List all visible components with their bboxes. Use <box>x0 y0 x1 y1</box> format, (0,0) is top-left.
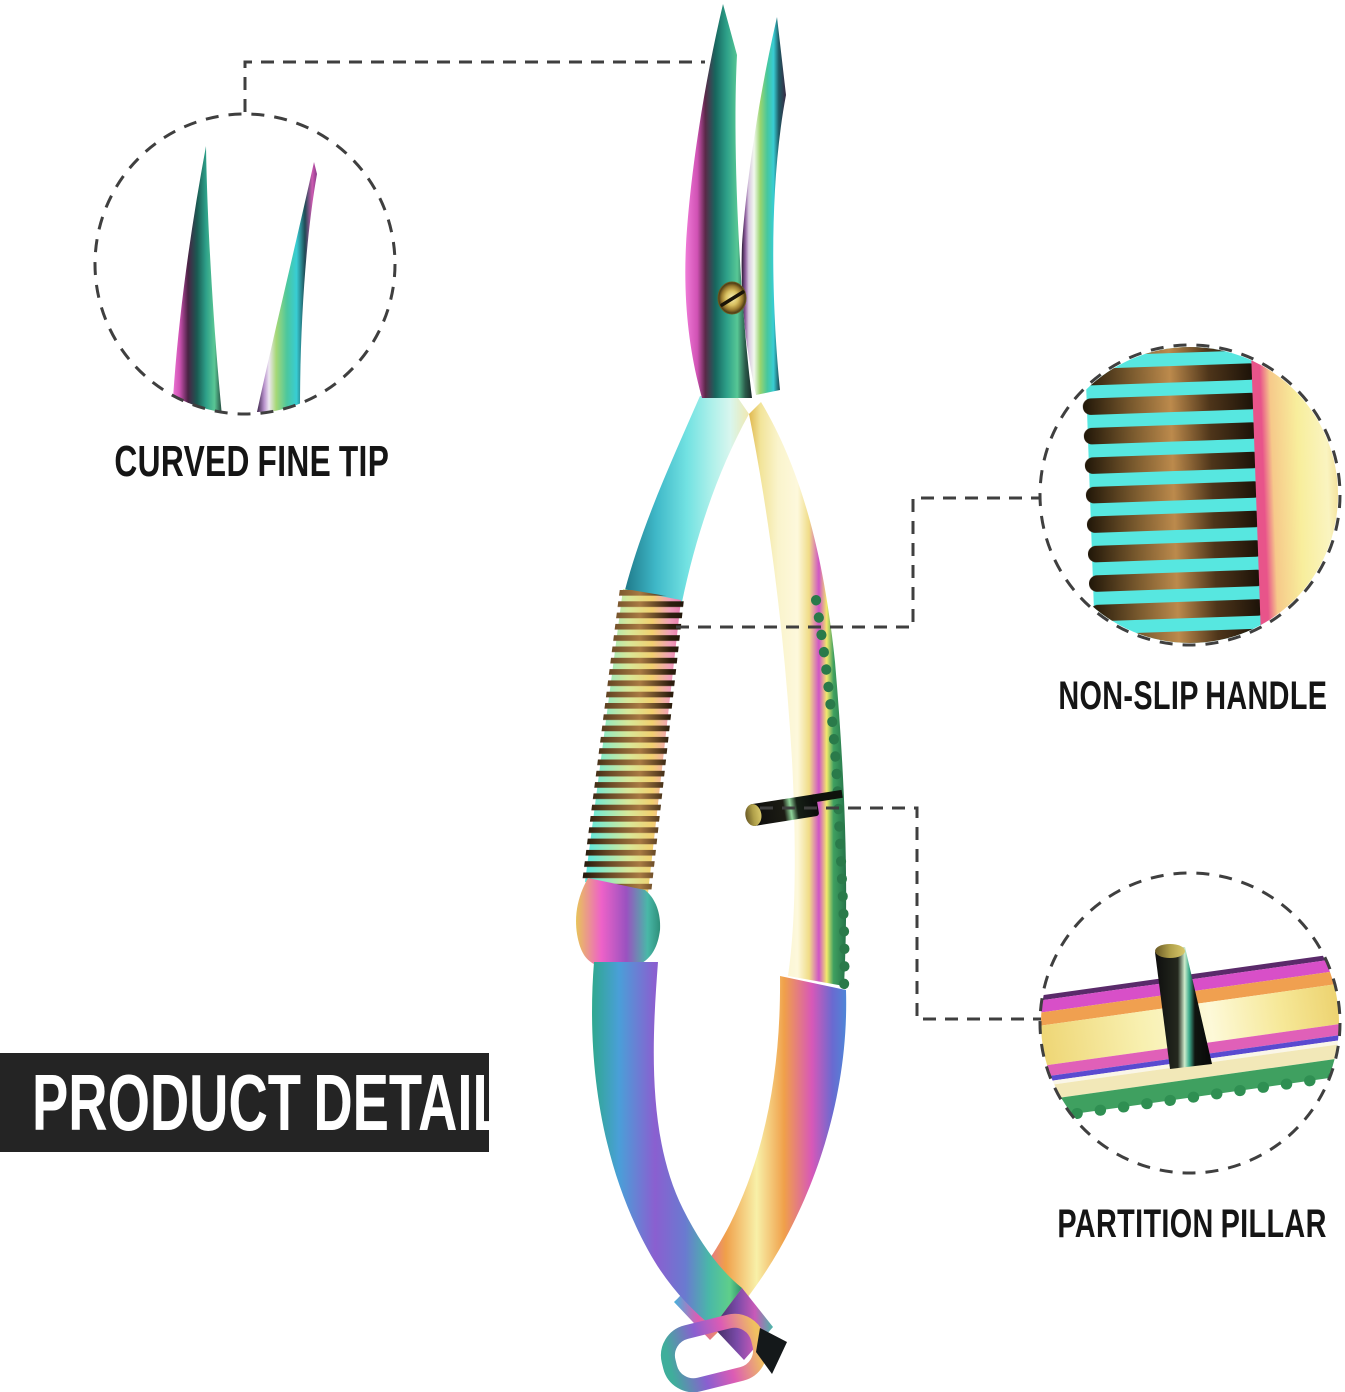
callout-label-non-slip-handle: NON-SLIP HANDLE <box>1025 676 1345 716</box>
dashed-circle-handle <box>1038 343 1342 647</box>
callout-zoom-curved-fine-tip <box>93 112 397 416</box>
blade-left <box>685 4 752 398</box>
callout-label-text: PARTITION PILLAR <box>1057 1202 1328 1246</box>
left-handle-rib-texture <box>582 588 684 894</box>
callout-label-partition-pillar: PARTITION PILLAR <box>1025 1204 1345 1244</box>
callout-connector-tip <box>243 60 705 112</box>
callout-label-text: NON-SLIP HANDLE <box>1057 674 1328 718</box>
zoom-pin-cap <box>1155 944 1185 958</box>
left-grip-flare <box>576 878 661 964</box>
bottom-dark-tip <box>756 1328 787 1374</box>
product-detail-banner-text: PRODUCT DETAIL <box>32 1057 506 1147</box>
callout-connector-handle <box>676 496 1040 629</box>
right-arm-serrated <box>749 402 847 986</box>
callout-label-curved-fine-tip: CURVED FINE TIP <box>52 440 452 484</box>
right-spring-band <box>674 976 847 1340</box>
callout-zoom-partition-pillar <box>1038 871 1342 1175</box>
dashed-circle-pillar <box>1038 871 1342 1175</box>
product-detail-banner: PRODUCT DETAIL <box>0 1053 506 1152</box>
pivot-screw <box>717 281 747 315</box>
callout-label-text: CURVED FINE TIP <box>114 437 390 486</box>
partition-pillar-pin <box>745 789 843 826</box>
scissors-product-photo <box>576 4 850 1392</box>
zoom-blade-right <box>257 162 317 412</box>
right-arm-serration-bumps <box>811 595 850 993</box>
callout-connector-pillar <box>760 806 1041 1021</box>
blade-right <box>741 17 786 395</box>
left-arm-upper <box>625 396 749 602</box>
dashed-circle-tip <box>93 112 397 416</box>
zoom-partition-pillar-pin <box>1155 947 1212 1069</box>
callout-zoom-non-slip-handle <box>1038 343 1342 647</box>
zoom-blade-left <box>172 146 222 414</box>
left-spring-band <box>592 962 742 1327</box>
